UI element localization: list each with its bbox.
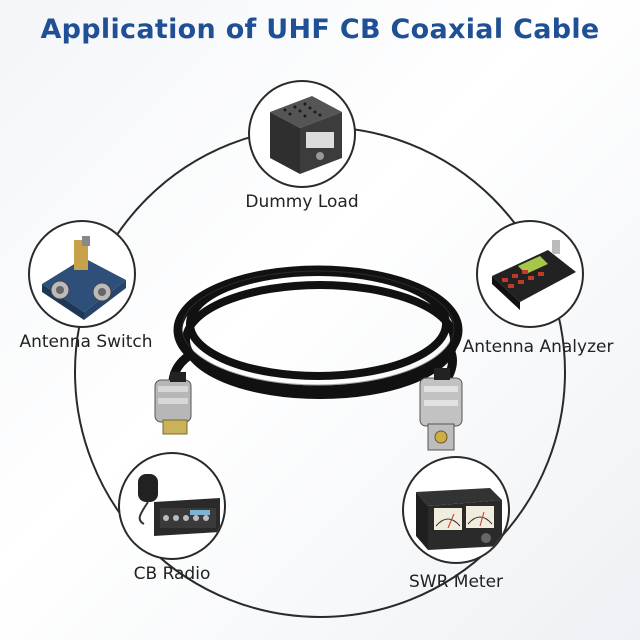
swr-meter-label: SWR Meter — [408, 572, 504, 592]
antenna-analyzer-icon — [492, 240, 576, 310]
pl259-connector-left — [154, 372, 192, 435]
cb-radio-label: CB Radio — [133, 564, 211, 584]
dummy-load-icon — [270, 96, 342, 174]
antenna-analyzer-node — [476, 220, 584, 328]
cb-radio-icon — [138, 474, 220, 536]
so239-connector-right — [419, 368, 463, 451]
page-title: Application of UHF CB Coaxial Cable — [40, 14, 600, 45]
antenna-switch-label: Antenna Switch — [19, 332, 153, 352]
swr-meter-node — [402, 456, 510, 564]
antenna-switch-node — [28, 220, 136, 328]
antenna-switch-icon — [42, 236, 126, 320]
antenna-analyzer-label: Antenna Analyzer — [462, 337, 614, 357]
dummy-load-node — [248, 80, 356, 188]
cb-radio-node — [118, 452, 226, 560]
swr-meter-icon — [416, 488, 502, 550]
dummy-load-label: Dummy Load — [245, 192, 359, 212]
